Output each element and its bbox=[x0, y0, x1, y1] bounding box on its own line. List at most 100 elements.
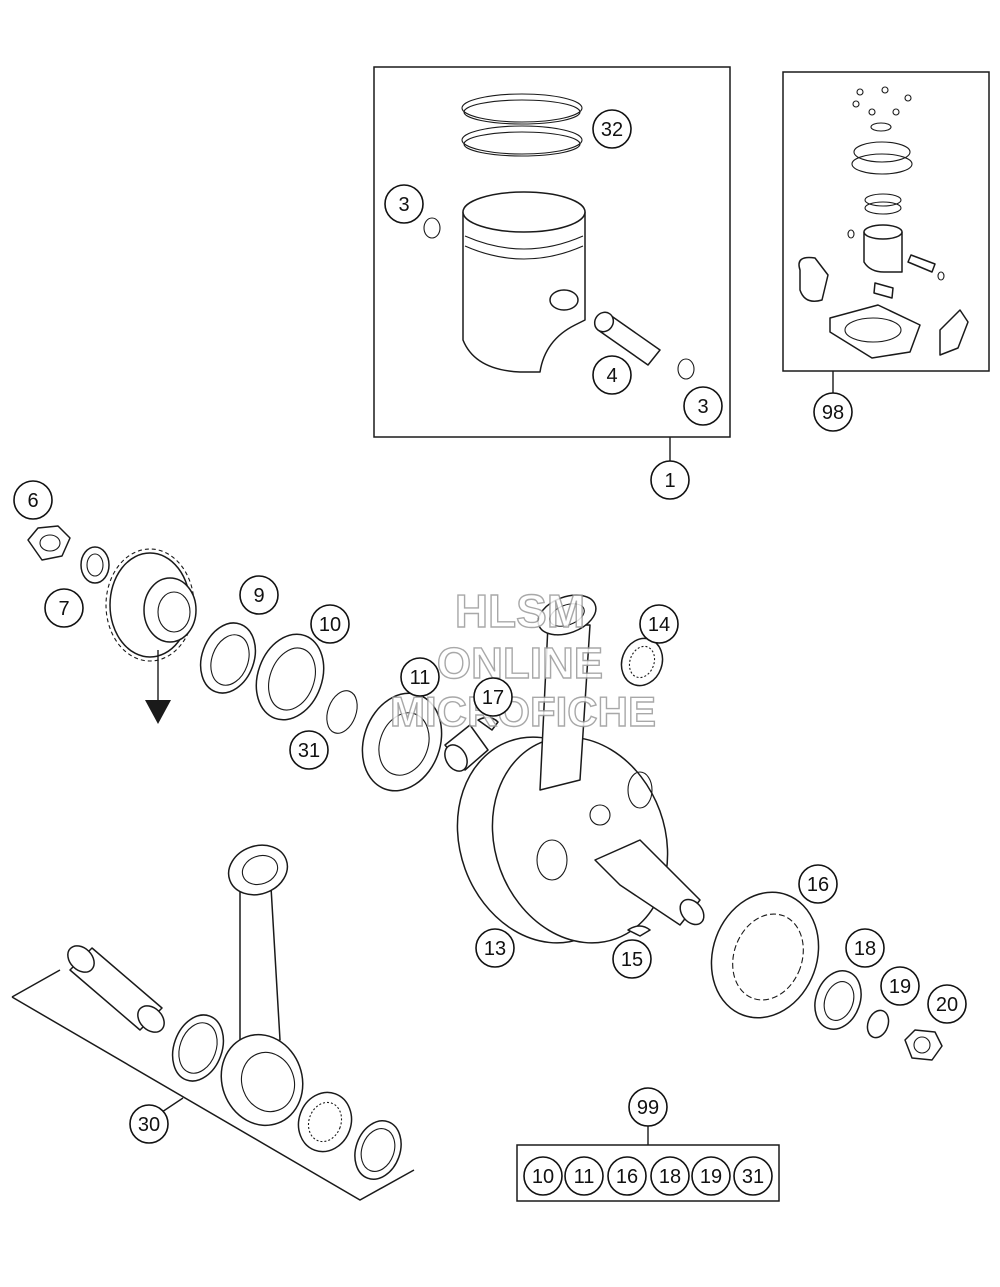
o-ring bbox=[326, 690, 358, 734]
gear-hub bbox=[143, 577, 197, 643]
kit-99-member-3: 16 bbox=[607, 1156, 647, 1196]
svg-text:11: 11 bbox=[410, 667, 431, 689]
callout-99[interactable]: 99 bbox=[628, 1087, 668, 1127]
svg-text:16: 16 bbox=[616, 1166, 638, 1188]
nut-small-2 bbox=[881, 86, 889, 94]
callout-98[interactable]: 98 bbox=[813, 392, 853, 432]
callout-14[interactable]: 14 bbox=[639, 604, 679, 644]
svg-text:13: 13 bbox=[484, 938, 506, 960]
svg-text:1: 1 bbox=[664, 470, 675, 492]
callout-20[interactable]: 20 bbox=[927, 984, 967, 1024]
conrod-small-end-bore bbox=[549, 603, 585, 627]
kit-ring-1 bbox=[864, 193, 902, 207]
callout-19[interactable]: 19 bbox=[880, 966, 920, 1006]
callout-15[interactable]: 15 bbox=[612, 939, 652, 979]
nut-right bbox=[904, 1029, 943, 1061]
head-oring-2 bbox=[851, 153, 913, 175]
nut-small-1 bbox=[856, 88, 864, 96]
kit-base-gasket-bore bbox=[844, 317, 902, 343]
woodruff-key-17 bbox=[477, 716, 499, 731]
kit-99-frame bbox=[516, 1144, 780, 1202]
svg-text:19: 19 bbox=[700, 1166, 722, 1188]
watermark-line-1: HLSM bbox=[455, 585, 585, 637]
piston-groove-1 bbox=[464, 235, 584, 250]
kit-conrod-small-end bbox=[227, 844, 289, 896]
spacer-ring-bore bbox=[210, 634, 250, 686]
svg-text:99: 99 bbox=[637, 1097, 659, 1119]
kit-gasket-right bbox=[939, 309, 969, 356]
kit-crank-pin-end-b bbox=[137, 1005, 165, 1033]
svg-text:19: 19 bbox=[889, 976, 911, 998]
piston-ring-upper-inner bbox=[463, 99, 581, 125]
kit-piston bbox=[863, 231, 903, 273]
nut-right-bore bbox=[913, 1036, 931, 1054]
callout-1[interactable]: 1 bbox=[650, 460, 690, 500]
svg-text:3: 3 bbox=[398, 194, 409, 216]
roller-bearing-rollers bbox=[732, 913, 804, 1001]
crankshaft-assembly bbox=[444, 594, 705, 944]
gear-bore bbox=[157, 591, 191, 633]
conrod-kit-bracket bbox=[11, 969, 415, 1201]
thrust-washer-1 bbox=[171, 1014, 225, 1082]
nut-small-6 bbox=[892, 108, 900, 116]
callout-7[interactable]: 7 bbox=[44, 588, 84, 628]
kit-piston-top bbox=[863, 224, 903, 240]
kit-99-group: 10 11 16 18 19 31 bbox=[516, 1125, 780, 1202]
nut-small-3 bbox=[904, 94, 912, 102]
kit-99-member-1: 10 bbox=[523, 1156, 563, 1196]
callout-30[interactable]: 30 bbox=[129, 1104, 169, 1144]
shaft-seal-right bbox=[814, 970, 862, 1030]
callout-11[interactable]: 11 bbox=[400, 657, 440, 697]
callout-4[interactable]: 4 bbox=[592, 355, 632, 395]
piston-groove-2 bbox=[464, 245, 584, 260]
callout-32[interactable]: 32 bbox=[592, 109, 632, 149]
callout-16[interactable]: 16 bbox=[798, 864, 838, 904]
kit-99-member-6: 31 bbox=[733, 1156, 773, 1196]
svg-text:10: 10 bbox=[319, 614, 341, 636]
kit-99-member-4: 18 bbox=[650, 1156, 690, 1196]
thrust-washer-2 bbox=[354, 1120, 402, 1180]
svg-text:31: 31 bbox=[742, 1166, 764, 1188]
callout-3-left[interactable]: 3 bbox=[384, 184, 424, 224]
woodruff-key-15 bbox=[627, 925, 651, 937]
crank-pin bbox=[589, 804, 611, 826]
kit-ring-2 bbox=[864, 201, 902, 215]
kit-conrod-big-end-bore bbox=[240, 1051, 296, 1113]
spacer-ring bbox=[199, 622, 257, 694]
kit-conrod-big-end bbox=[220, 1033, 304, 1127]
piston-ring-upper bbox=[461, 93, 583, 123]
svg-text:7: 7 bbox=[58, 598, 69, 620]
callout-6[interactable]: 6 bbox=[13, 480, 53, 520]
callout-9[interactable]: 9 bbox=[239, 575, 279, 615]
watermark-line-2: ONLINE bbox=[437, 639, 603, 688]
svg-text:18: 18 bbox=[854, 938, 876, 960]
svg-text:10: 10 bbox=[532, 1166, 554, 1188]
piston-pin-end bbox=[593, 311, 615, 333]
lock-washer bbox=[80, 546, 110, 584]
kit-conrod-beam bbox=[239, 869, 281, 1051]
callout-31[interactable]: 31 bbox=[289, 730, 329, 770]
nut-small-4 bbox=[852, 100, 860, 108]
piston-body bbox=[462, 211, 586, 373]
lock-washer-bore bbox=[86, 553, 104, 577]
callout-17[interactable]: 17 bbox=[473, 677, 513, 717]
svg-text:30: 30 bbox=[138, 1114, 160, 1136]
piston-frame bbox=[373, 66, 731, 438]
callout-10[interactable]: 10 bbox=[310, 604, 350, 644]
kit-needle-cage bbox=[297, 1091, 353, 1153]
ball-bearing-left-inner bbox=[378, 712, 430, 776]
kit-crank-pin-end-a bbox=[67, 945, 95, 973]
svg-text:3: 3 bbox=[697, 396, 708, 418]
shaft-seal-right-lip bbox=[823, 981, 855, 1021]
needle-bearing-rollers bbox=[628, 645, 656, 679]
callout-18[interactable]: 18 bbox=[845, 928, 885, 968]
kit-gasket-left bbox=[798, 256, 829, 302]
callout-13[interactable]: 13 bbox=[475, 928, 515, 968]
svg-text:14: 14 bbox=[648, 614, 670, 636]
callout-3-right[interactable]: 3 bbox=[683, 386, 723, 426]
kit-bearing bbox=[873, 282, 894, 299]
svg-text:18: 18 bbox=[659, 1166, 681, 1188]
conrod-kit-group bbox=[11, 844, 415, 1201]
